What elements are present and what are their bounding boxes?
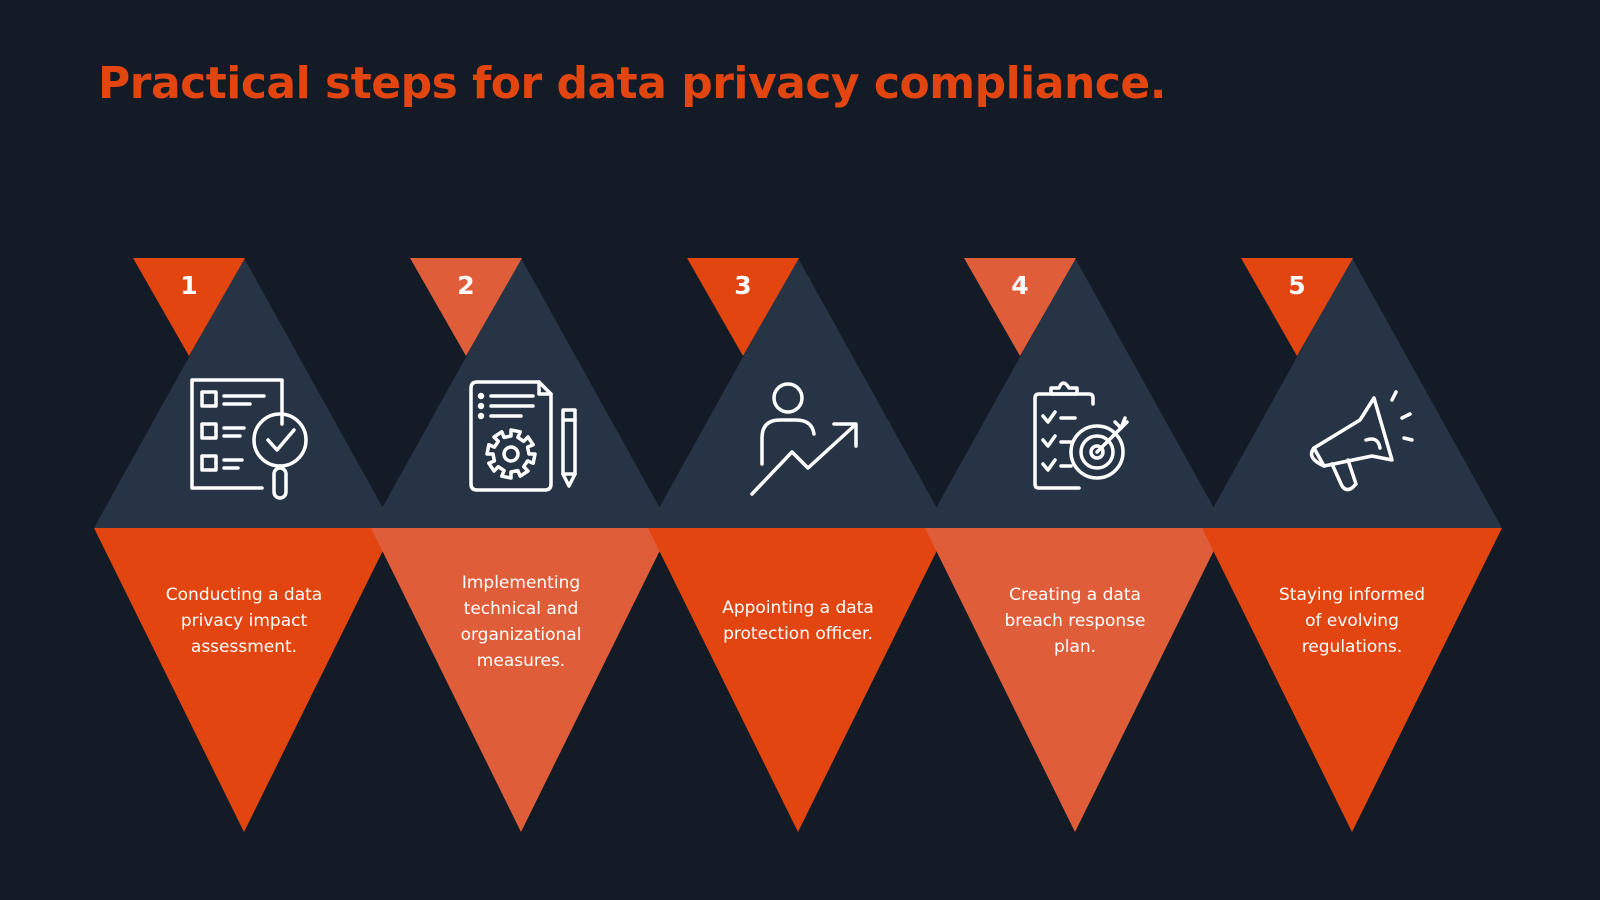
step-description-line: assessment.: [191, 637, 297, 657]
clipboard-target-icon: [1035, 383, 1127, 488]
step-panel: [648, 258, 948, 528]
step-description-line: measures.: [477, 651, 565, 671]
step-description-line: Staying informed: [1279, 585, 1425, 605]
step-text-panel: [1202, 528, 1502, 832]
step-number: 5: [1288, 271, 1305, 300]
step-description-line: technical and: [464, 599, 579, 619]
step-panel: [1202, 258, 1502, 528]
document-gear-pencil-icon: [471, 382, 575, 490]
step-description-line: Creating a data: [1009, 585, 1141, 605]
step-description-line: organizational: [461, 625, 582, 645]
step-description-line: Implementing: [462, 573, 580, 593]
step-description-line: of evolving: [1305, 611, 1399, 631]
step-description-line: regulations.: [1302, 637, 1403, 657]
step-number: 4: [1011, 271, 1028, 300]
step-number: 3: [734, 271, 751, 300]
step-text-panel: [94, 528, 394, 832]
step-number-badge: [687, 258, 799, 356]
step-description-line: protection officer.: [723, 624, 873, 644]
person-growth-arrow-icon: [752, 384, 856, 494]
megaphone-icon: [1312, 392, 1412, 490]
checklist-magnifier-icon: [192, 380, 306, 498]
step-description-line: privacy impact: [181, 611, 308, 631]
step-number: 2: [457, 271, 474, 300]
step-panel: [94, 258, 394, 528]
step-description-line: breach response: [1004, 611, 1145, 631]
step-description-line: plan.: [1054, 637, 1096, 657]
page-title: Practical steps for data privacy complia…: [98, 58, 1166, 109]
step-description-line: Conducting a data: [166, 585, 322, 605]
step-description-line: Appointing a data: [722, 598, 874, 618]
step-number-badge: [410, 258, 522, 356]
step-text-panel: [371, 528, 671, 832]
step-text-panel: [925, 528, 1225, 832]
step-number-badge: [1241, 258, 1353, 356]
step-text-panel: [648, 528, 948, 832]
step-panel: [371, 258, 671, 528]
step-number-badge: [964, 258, 1076, 356]
step-number-badge: [133, 258, 245, 356]
step-number: 1: [180, 271, 197, 300]
